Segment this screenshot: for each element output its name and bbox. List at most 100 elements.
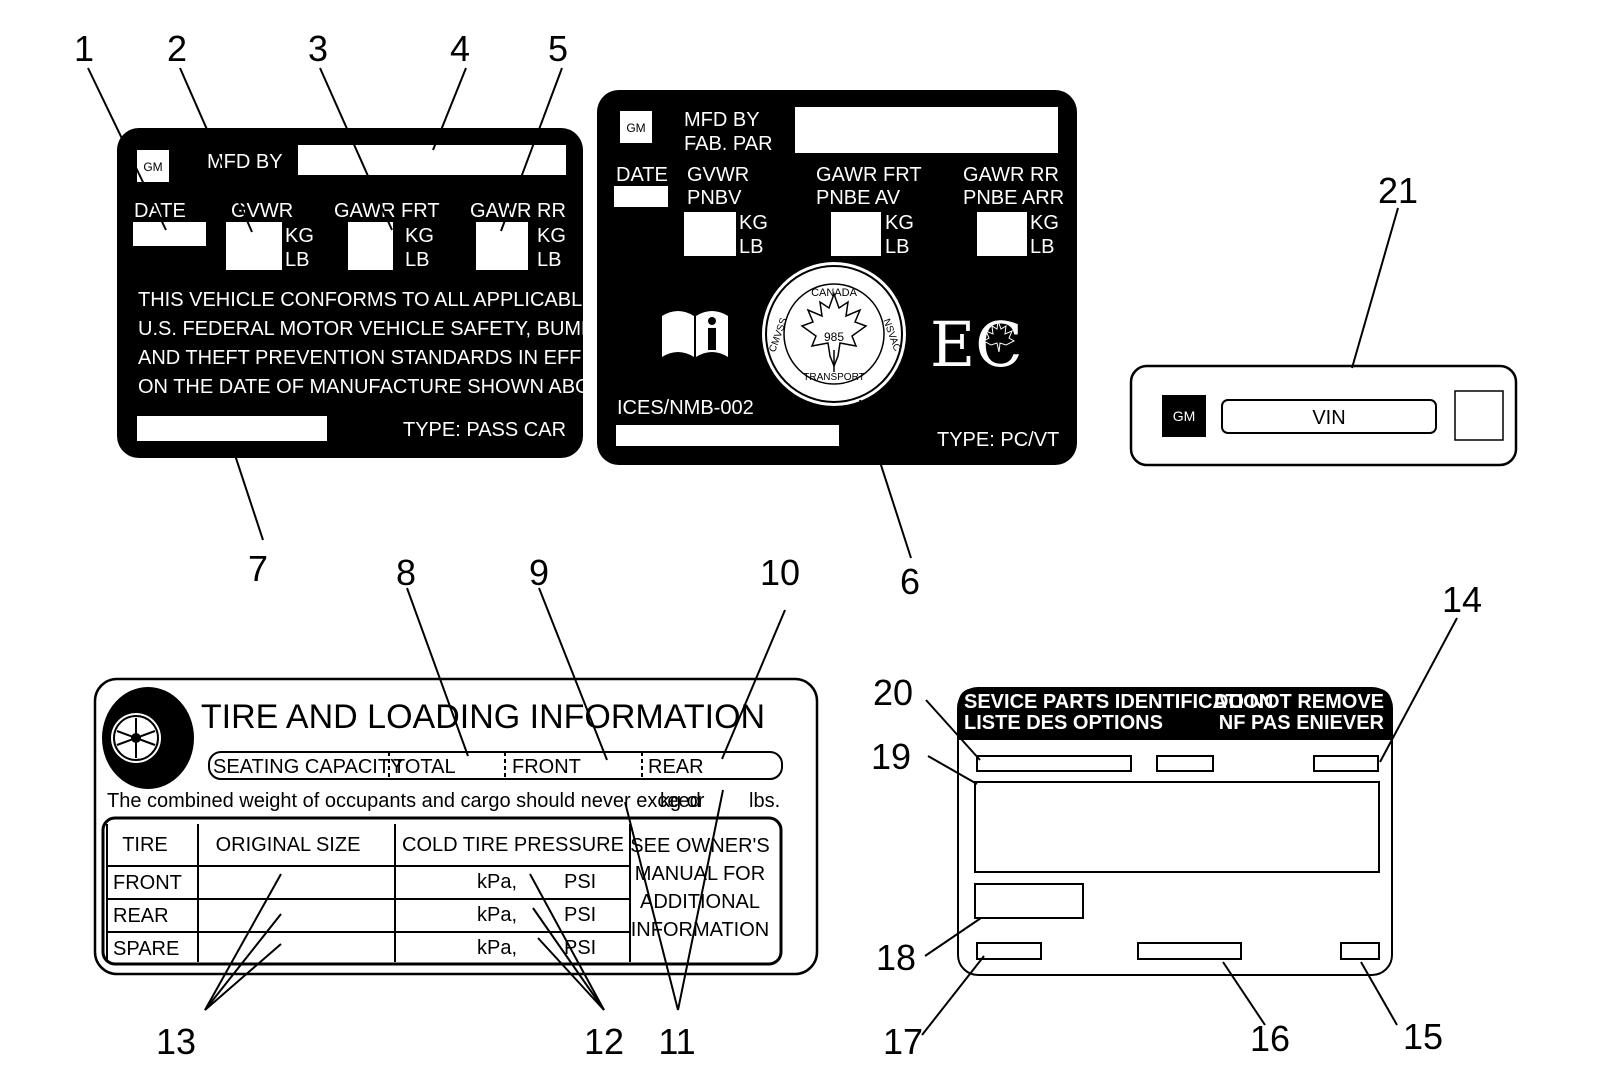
callout-8: 8 bbox=[396, 552, 416, 593]
gvwr-kg: KG bbox=[285, 225, 314, 247]
callout-9: 9 bbox=[529, 552, 549, 593]
gawr-rr-label: GAWR RR bbox=[963, 164, 1059, 186]
seal-number: 985 bbox=[824, 330, 844, 344]
callout-6: 6 bbox=[900, 561, 920, 602]
rear-psi: PSI bbox=[564, 904, 596, 926]
callout-14: 14 bbox=[1442, 579, 1482, 620]
row-front: FRONT bbox=[113, 872, 182, 894]
gvwr-field bbox=[226, 222, 282, 270]
pnbv-label: PNBV bbox=[687, 187, 742, 209]
callout-18: 18 bbox=[876, 937, 916, 978]
date-label: DATE bbox=[134, 200, 186, 222]
pnbe-arr-label: PNBE ARR bbox=[963, 187, 1064, 209]
gm-logo-text: GM bbox=[1173, 408, 1196, 424]
seating-rear: REAR bbox=[648, 756, 704, 778]
paint-field bbox=[974, 883, 1084, 919]
see-owner-line-4: INFORMATION bbox=[631, 919, 770, 941]
callout-numbers: 1 2 3 4 5 6 7 8 9 10 11 12 13 14 15 16 1… bbox=[74, 28, 1482, 1062]
certification-label-canada: GM MFD BY FAB. PAR DATE GVWR PNBV KG LB … bbox=[597, 90, 1077, 465]
gvwr-label: GVWR bbox=[231, 200, 293, 222]
gawr-rr-lb: LB bbox=[1030, 236, 1054, 258]
owner-manual-icon bbox=[662, 311, 728, 357]
callout-21: 21 bbox=[1378, 170, 1418, 211]
seating-total: TOTAL bbox=[393, 756, 456, 778]
lbs-text: lbs. bbox=[749, 790, 780, 812]
callout-12: 12 bbox=[584, 1021, 624, 1062]
ices-label: ICES/NMB-002 bbox=[617, 397, 754, 419]
gvwr-lb: LB bbox=[285, 249, 309, 271]
front-kpa: kPa, bbox=[477, 871, 517, 893]
gm-logo-icon bbox=[1162, 395, 1206, 437]
ec-mark-icon: EC bbox=[930, 308, 1023, 381]
vin-check-box bbox=[1454, 390, 1504, 441]
callout-16: 16 bbox=[1250, 1018, 1290, 1059]
service-parts-label: SEVICE PARTS IDENTIFICATION LISTE DES OP… bbox=[957, 687, 1393, 976]
header-original-size: ORIGINAL SIZE bbox=[216, 834, 361, 856]
callout-5: 5 bbox=[548, 28, 568, 69]
do-not-remove-line-1: DO NOT REMOVE bbox=[1214, 691, 1384, 713]
gm-logo-text: GM bbox=[626, 121, 645, 135]
callout-19: 19 bbox=[871, 736, 911, 777]
tire-loading-label: TIRE AND LOADING INFORMATION SEATING CAP… bbox=[93, 677, 819, 976]
service-parts-line-2: LISTE DES OPTIONS bbox=[964, 712, 1163, 734]
gawr-frt-lb: LB bbox=[885, 236, 909, 258]
callout-3: 3 bbox=[308, 28, 328, 69]
conformity-line-2: U.S. FEDERAL MOTOR VEHICLE SAFETY, BUMPE… bbox=[138, 318, 622, 340]
date-field bbox=[614, 186, 668, 207]
options-field bbox=[974, 781, 1380, 873]
canada-cmvss-seal-icon: CANADA TRANSPORT CMVSS NSVAC 985 bbox=[762, 262, 906, 406]
conformity-line-1: THIS VEHICLE CONFORMS TO ALL APPLICABLE bbox=[138, 289, 596, 311]
callout-7: 7 bbox=[248, 548, 268, 589]
gawr-frt-label: GAWR FRT bbox=[334, 200, 440, 222]
gawr-rr-field bbox=[977, 212, 1027, 256]
vin-field bbox=[976, 755, 1132, 772]
gawr-frt-lb: LB bbox=[405, 249, 429, 271]
tire-title: TIRE AND LOADING INFORMATION bbox=[201, 698, 765, 736]
gawr-frt-kg: KG bbox=[885, 212, 914, 234]
gawr-frt-label: GAWR FRT bbox=[816, 164, 922, 186]
gm-logo-icon bbox=[137, 150, 169, 182]
combined-weight-text: The combined weight of occupants and car… bbox=[107, 790, 701, 812]
gawr-rr-label: GAWR RR bbox=[470, 200, 566, 222]
conformity-line-3: AND THEFT PREVENTION STANDARDS IN EFFECT bbox=[138, 347, 621, 369]
mfd-by-field bbox=[795, 107, 1058, 153]
gvwr-lb: LB bbox=[739, 236, 763, 258]
callout-4: 4 bbox=[450, 28, 470, 69]
seal-bottom-text: TRANSPORT bbox=[803, 372, 865, 383]
do-not-remove-line-2: NF PAS ENIEVER bbox=[1219, 712, 1385, 734]
ec-mark-text: EC bbox=[930, 308, 1023, 381]
row-rear: REAR bbox=[113, 905, 169, 927]
vin-field bbox=[616, 425, 839, 446]
gawr-rr-kg: KG bbox=[537, 225, 566, 247]
callout-20: 20 bbox=[873, 672, 913, 713]
gawr-rr-lb: LB bbox=[537, 249, 561, 271]
kg-or-text: kg or bbox=[660, 790, 705, 812]
gvwr-field bbox=[684, 212, 736, 256]
callout-15: 15 bbox=[1403, 1016, 1443, 1057]
code-field bbox=[1156, 755, 1214, 772]
gvwr-label: GVWR bbox=[687, 164, 749, 186]
front-psi: PSI bbox=[564, 871, 596, 893]
fab-par-label: FAB. PAR bbox=[684, 133, 773, 155]
pnbe-av-label: PNBE AV bbox=[816, 187, 901, 209]
callout-17: 17 bbox=[883, 1021, 923, 1062]
callout-11: 11 bbox=[658, 1021, 695, 1062]
gawr-frt-field bbox=[831, 212, 881, 256]
mfd-by-label: MFD BY bbox=[207, 151, 283, 173]
callout-1: 1 bbox=[74, 28, 94, 69]
vin-text: VIN bbox=[1312, 407, 1345, 429]
gawr-rr-kg: KG bbox=[1030, 212, 1059, 234]
date-field bbox=[133, 222, 206, 246]
type-label: TYPE: PC/VT bbox=[937, 429, 1059, 451]
bottom-left-field bbox=[976, 942, 1042, 960]
spare-psi: PSI bbox=[564, 937, 596, 959]
vin-label: GM VIN bbox=[1129, 364, 1518, 467]
seating-capacity: SEATING CAPACITY bbox=[213, 756, 403, 778]
service-parts-line-1: SEVICE PARTS IDENTIFICATION bbox=[964, 691, 1273, 713]
bottom-center-field bbox=[1137, 942, 1242, 960]
seating-front: FRONT bbox=[512, 756, 581, 778]
see-owner-line-2: MANUAL FOR bbox=[635, 863, 765, 885]
vin-field bbox=[137, 416, 327, 441]
mfd-by-field bbox=[298, 145, 566, 175]
